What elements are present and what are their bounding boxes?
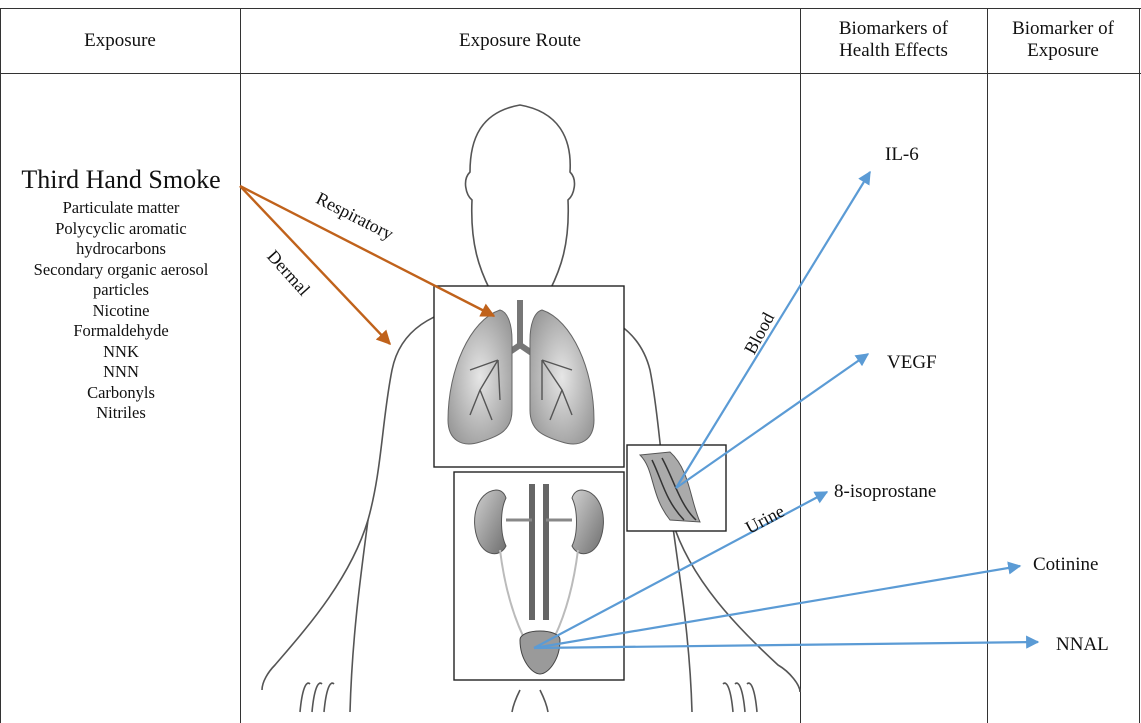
dermal-arrow [240,186,390,344]
il6-label: IL-6 [885,144,919,166]
isoprostane-label: 8-isoprostane [834,481,936,503]
vegf-label: VEGF [887,352,937,374]
nnal-label: NNAL [1056,634,1109,656]
blood-vegf-arrow [676,354,868,488]
cotinine-label: Cotinine [1033,554,1098,576]
